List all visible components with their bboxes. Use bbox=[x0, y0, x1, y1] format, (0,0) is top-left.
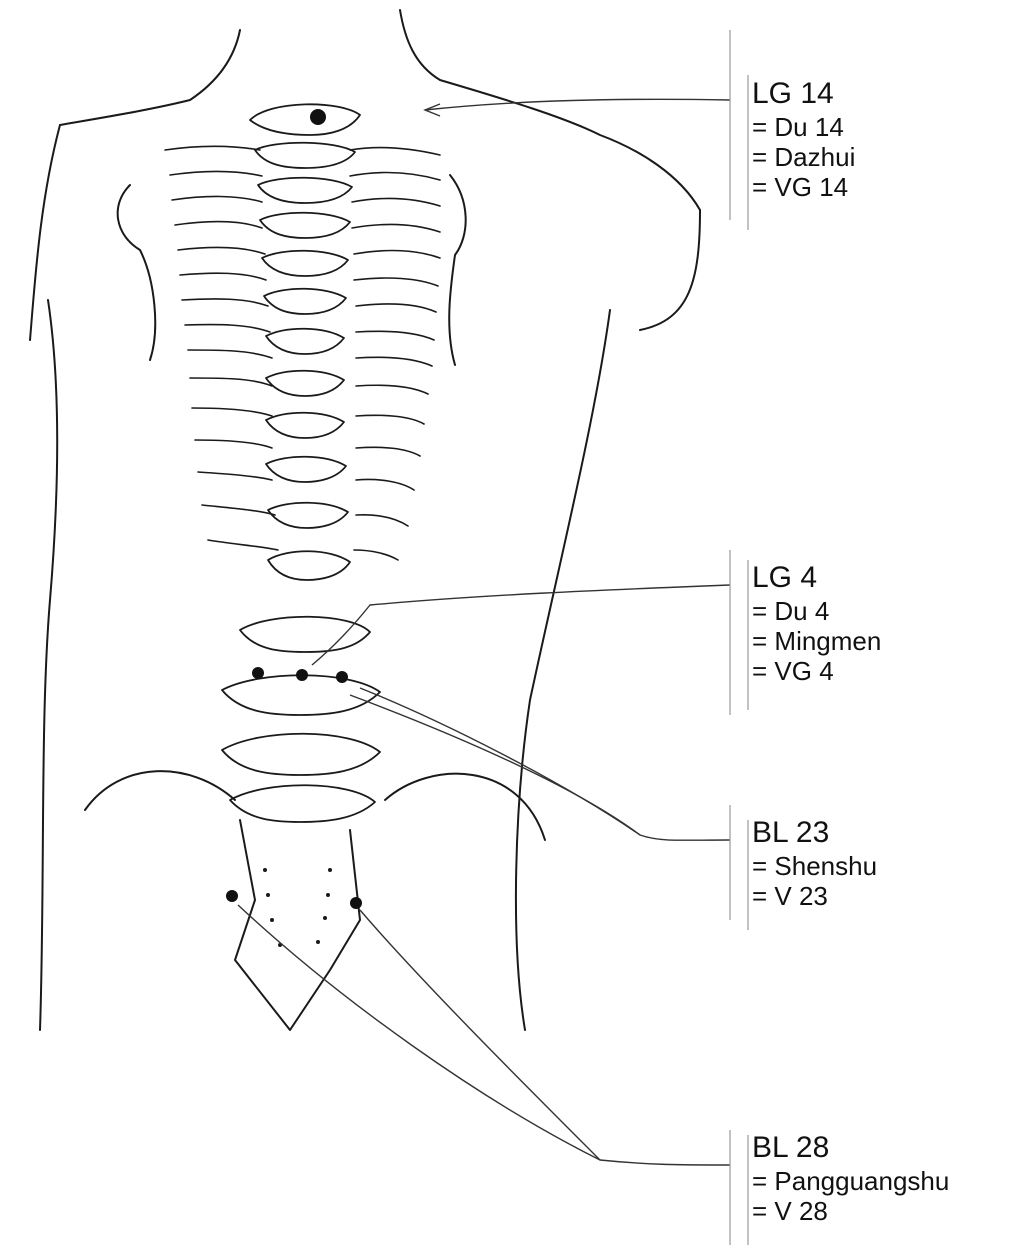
body-outline bbox=[30, 10, 700, 1030]
leader-lg14 bbox=[425, 99, 730, 110]
leader-lines bbox=[238, 99, 730, 1165]
label-alias: = V 23 bbox=[752, 881, 877, 911]
label-alias: = Mingmen bbox=[752, 626, 881, 656]
vertebrae bbox=[222, 104, 380, 822]
label-code: LG 4 bbox=[752, 560, 881, 596]
label-brackets bbox=[730, 30, 748, 1245]
label-code: BL 23 bbox=[752, 815, 877, 851]
point-lg14 bbox=[310, 109, 326, 125]
leader-bl23 bbox=[350, 695, 730, 840]
point-bl28-left bbox=[226, 890, 238, 902]
label-bl28: BL 28 = Pangguangshu = V 28 bbox=[752, 1130, 949, 1226]
point-bl23-right bbox=[336, 671, 348, 683]
label-alias: = Pangguangshu bbox=[752, 1166, 949, 1196]
label-alias: = Du 4 bbox=[752, 596, 881, 626]
point-lg4 bbox=[296, 669, 308, 681]
leader-bl28b bbox=[360, 910, 600, 1160]
sacrum-foramina bbox=[263, 868, 332, 947]
leader-bl23b bbox=[360, 688, 640, 835]
label-lg4: LG 4 = Du 4 = Mingmen = VG 4 bbox=[752, 560, 881, 686]
label-alias: = VG 4 bbox=[752, 656, 881, 686]
label-lg14: LG 14 = Du 14 = Dazhui = VG 14 bbox=[752, 76, 855, 202]
point-bl28-right bbox=[350, 897, 362, 909]
label-code: BL 28 bbox=[752, 1130, 949, 1166]
label-alias: = V 28 bbox=[752, 1196, 949, 1226]
label-bl23: BL 23 = Shenshu = V 23 bbox=[752, 815, 877, 911]
label-alias: = Shenshu bbox=[752, 851, 877, 881]
label-alias: = VG 14 bbox=[752, 172, 855, 202]
label-code: LG 14 bbox=[752, 76, 855, 112]
label-alias: = Du 14 bbox=[752, 112, 855, 142]
leader-bl28 bbox=[238, 905, 730, 1165]
label-alias: = Dazhui bbox=[752, 142, 855, 172]
leader-lg4 bbox=[312, 585, 730, 665]
point-bl23-left bbox=[252, 667, 264, 679]
